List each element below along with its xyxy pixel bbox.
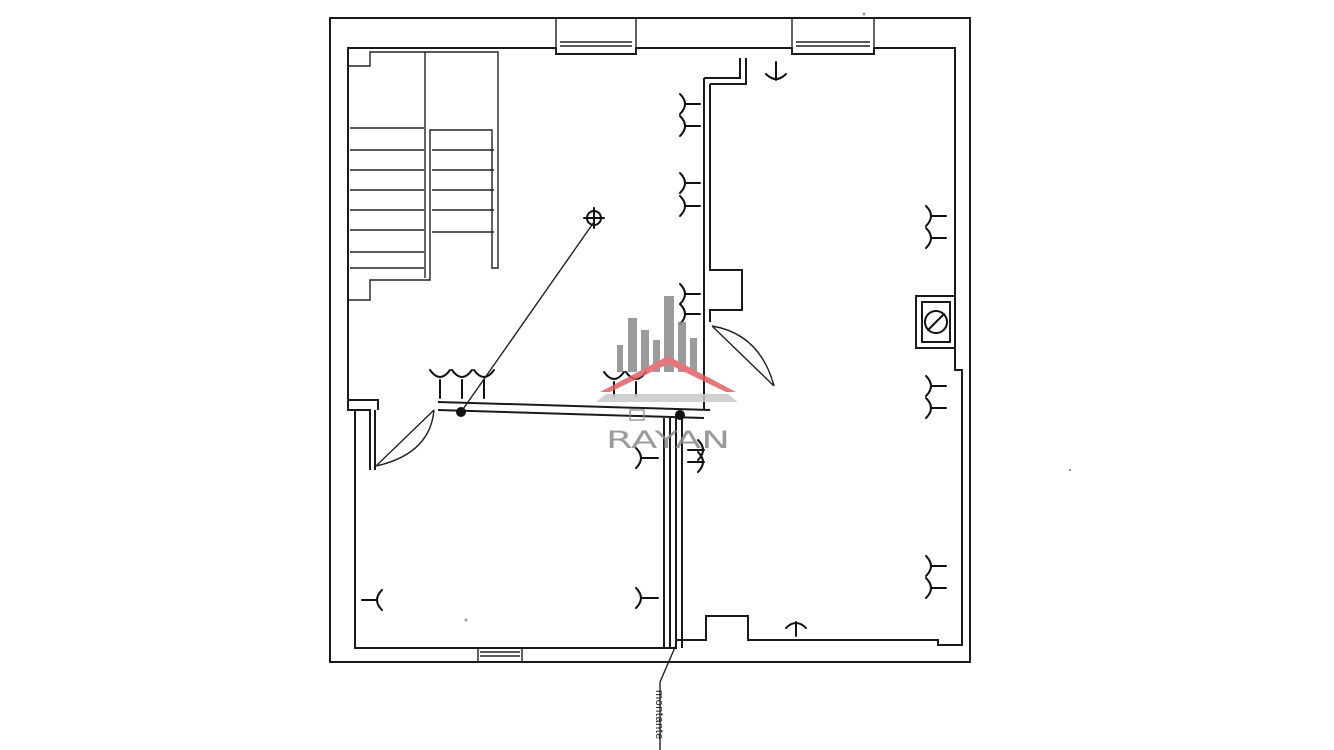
scan-specks [464,12,1072,622]
ceiling-light-icon [583,207,605,229]
junction-dot [456,407,466,417]
cable-run [460,221,595,413]
power-socket-icon [429,369,647,399]
riser-line [659,644,677,750]
power-socket-icon [765,61,807,637]
watermark-text: RAYAN [606,426,730,454]
flue-circle-icon [924,310,948,334]
power-socket-icon [679,93,701,325]
outer-walls [329,17,971,663]
power-socket-icon [635,439,705,609]
power-socket-icon [361,589,383,611]
interior-walls [348,58,956,648]
windows [477,18,875,662]
junction-dot [675,410,685,420]
staircase [348,51,499,301]
power-socket-icon [925,205,947,599]
rayan-watermark-logo: RAYAN [596,296,738,454]
riser-label: montante [653,690,665,740]
doors [375,325,775,467]
